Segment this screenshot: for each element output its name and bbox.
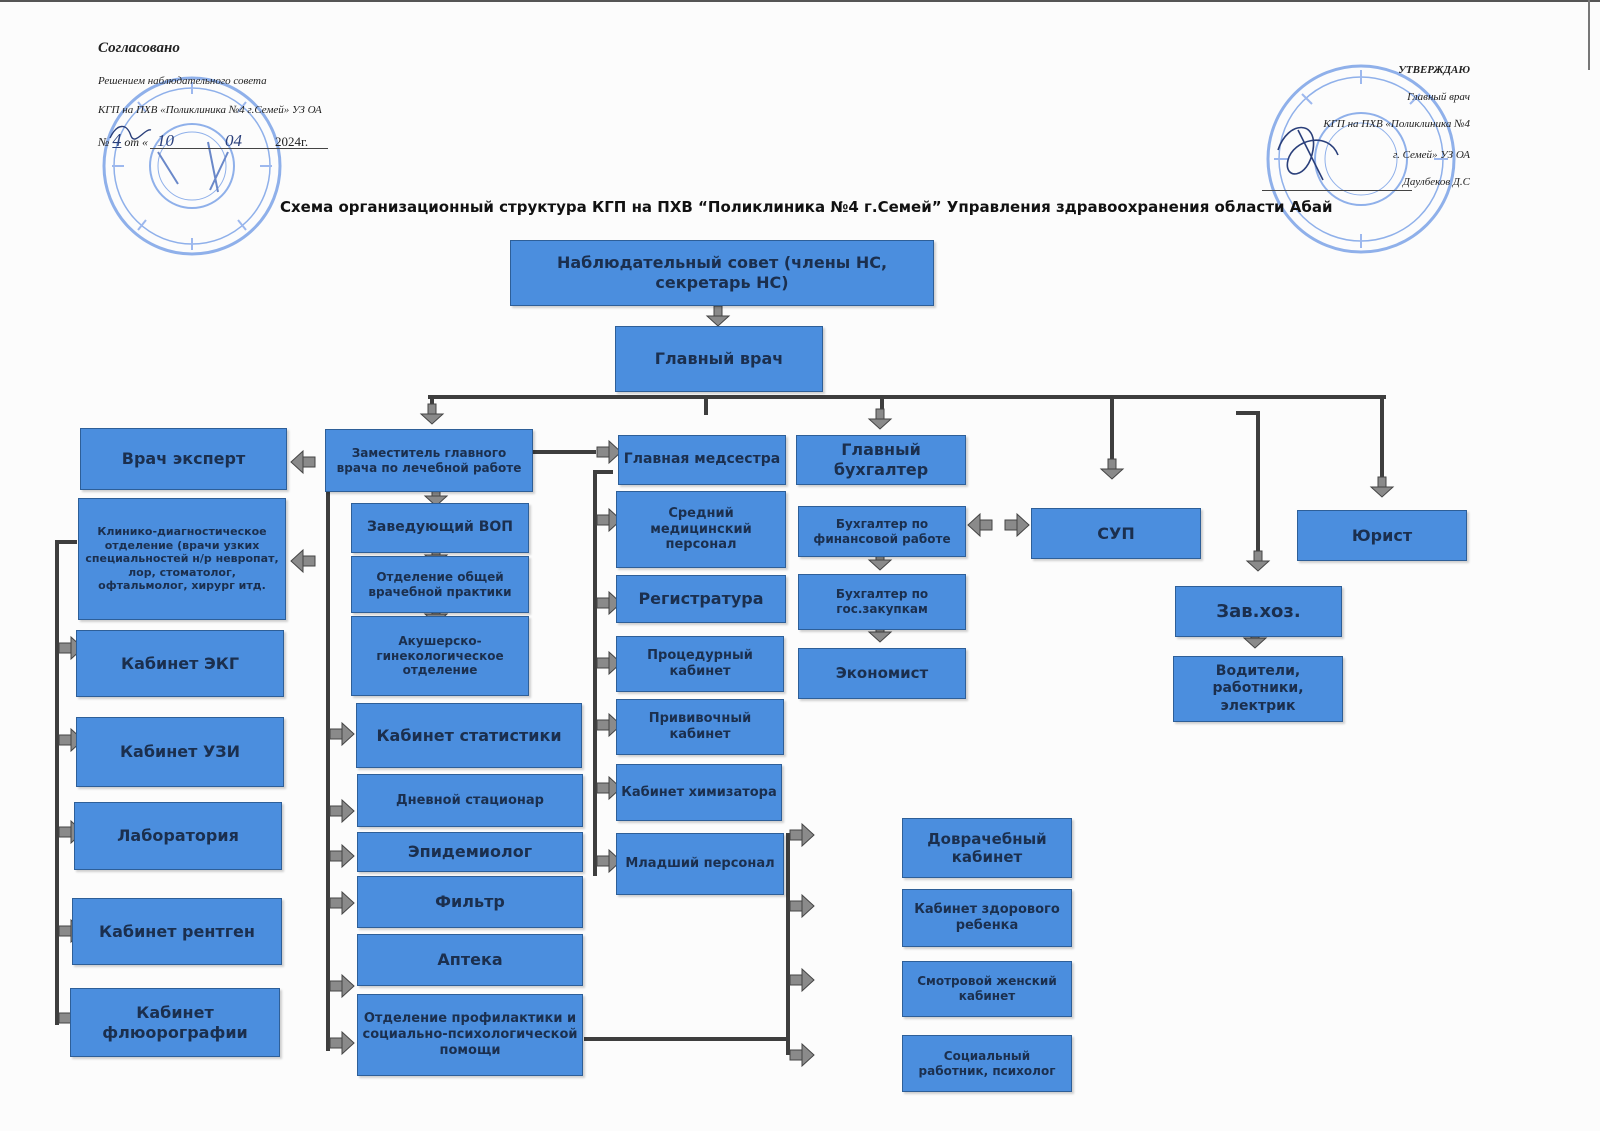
box-procedure: Процедурный кабинет xyxy=(616,636,784,692)
arrow-to-prevention xyxy=(329,1031,355,1055)
page-top-edge xyxy=(0,0,1600,2)
box-womens: Смотровой женский кабинет xyxy=(902,961,1072,1017)
signature-left xyxy=(109,125,152,140)
box-head-nurse: Главная медсестра xyxy=(618,435,786,485)
box-prevention: Отделение профилактики и социально-психо… xyxy=(357,994,583,1076)
arrow-to-stats xyxy=(329,722,355,746)
box-vop-head: Заведующий ВОП xyxy=(351,503,529,553)
org-line-right-2: г. Семей» УЗ ОА xyxy=(1392,149,1470,161)
org-line-left: КГП на ПХВ «Поликлиника №4 г.Семей» УЗ О… xyxy=(98,104,322,116)
box-council: Наблюдательный совет (члены НС, секретар… xyxy=(510,240,934,306)
box-mid-staff: Средний медицинский персонал xyxy=(616,491,786,568)
box-obgyn: Акушерско-гинекологическое отделение xyxy=(351,616,529,696)
line-cabinets-trunk xyxy=(786,833,790,1055)
box-day-hosp: Дневной стационар xyxy=(357,774,583,827)
box-chief-acc: Главный бухгалтер xyxy=(796,435,966,485)
box-registry: Регистратура xyxy=(616,575,786,623)
arrow-to-sup-right xyxy=(1004,513,1030,537)
num-prefix: № xyxy=(98,135,110,149)
arrow-to-pharmacy xyxy=(329,974,355,998)
line-zavhoz-branch xyxy=(1236,411,1260,415)
arrow-to-sup xyxy=(1100,458,1124,480)
box-stats: Кабинет статистики xyxy=(356,703,582,768)
line-top-horizontal xyxy=(428,395,1386,399)
org-line-right-1: КГП на ПХВ «Поликлиника №4 xyxy=(1323,118,1470,130)
box-lawyer: Юрист xyxy=(1297,510,1467,561)
box-expert: Врач эксперт xyxy=(80,428,287,490)
box-healthy-child: Кабинет здорового ребенка xyxy=(902,889,1072,947)
line-prevention-branch xyxy=(584,1037,788,1041)
arrow-to-predoctor xyxy=(789,823,815,847)
box-chemo: Кабинет химизатора xyxy=(616,764,782,821)
box-junior: Младший персонал xyxy=(616,833,784,895)
box-sup: СУП xyxy=(1031,508,1201,559)
approve-title: УТВЕРЖДАЮ xyxy=(1398,64,1470,76)
from-label: от « xyxy=(124,135,148,149)
box-general-practice: Отделение общей врачебной практики xyxy=(351,556,529,613)
decision-number-row: № 4 от « 10 04 2024г. xyxy=(98,130,308,151)
arrow-to-filter xyxy=(329,891,355,915)
box-fin-acc: Бухгалтер по финансовой работе xyxy=(798,506,966,557)
arrow-to-social xyxy=(789,1043,815,1067)
box-clinic: Клинико-диагностическое отделение (врачи… xyxy=(78,498,286,620)
line-deputy-trunk xyxy=(326,488,330,1051)
chief-role: Главный врач xyxy=(1407,91,1470,103)
line-deputy-to-nurse xyxy=(532,450,596,454)
box-pharmacy: Аптека xyxy=(357,934,583,986)
box-chief: Главный врач xyxy=(615,326,823,392)
approved-title: Согласовано xyxy=(98,40,180,56)
arrow-to-clinic xyxy=(290,549,316,573)
box-lab: Лаборатория xyxy=(74,802,282,870)
arrow-to-day-hosp xyxy=(329,799,355,823)
decision-day: 10 xyxy=(157,131,174,150)
date-underline xyxy=(150,148,328,149)
box-ekg: Кабинет ЭКГ xyxy=(76,630,284,697)
box-economist: Экономист xyxy=(798,648,966,699)
box-uzi: Кабинет УЗИ xyxy=(76,717,284,787)
signature-right xyxy=(1277,126,1339,181)
line-left-trunk xyxy=(55,540,59,1025)
line-nurse-trunk xyxy=(593,470,597,876)
line-to-lawyer xyxy=(1380,397,1384,477)
arrow-to-fin-acc-left xyxy=(967,513,993,537)
arrow-council-to-chief xyxy=(706,305,730,327)
council-decision-line: Решением наблюдательного совета xyxy=(98,75,267,87)
decision-number: 4 xyxy=(112,130,122,150)
arrow-to-healthy-child xyxy=(789,894,815,918)
box-predoctor: Доврачебный кабинет xyxy=(902,818,1072,878)
box-proc-acc: Бухгалтер по гос.закупкам xyxy=(798,574,966,630)
line-left-trunk-top xyxy=(55,540,77,544)
page-title: Схема организационный структура КГП на П… xyxy=(280,198,1333,216)
arrow-to-chief-acc xyxy=(868,408,892,430)
arrow-to-expert xyxy=(290,450,316,474)
right-seal-stamp xyxy=(1266,64,1456,254)
line-to-head-nurse xyxy=(704,397,708,415)
chief-name: Даулбеков Д.С xyxy=(1402,176,1470,188)
arrow-to-epidem xyxy=(329,844,355,868)
line-to-sup xyxy=(1110,397,1114,477)
decision-month: 04 xyxy=(225,131,242,150)
left-seal-stamp xyxy=(102,76,282,256)
box-social: Социальный работник, психолог xyxy=(902,1035,1072,1092)
box-workers: Водители, работники, электрик xyxy=(1173,656,1343,722)
box-fluoro: Кабинет флюорографии xyxy=(70,988,280,1057)
box-zavhoz: Зав.хоз. xyxy=(1175,586,1342,637)
box-vaccination: Прививочный кабинет xyxy=(616,699,784,755)
signature-underline xyxy=(1262,190,1412,191)
arrow-to-womens xyxy=(789,968,815,992)
box-xray: Кабинет рентген xyxy=(72,898,282,965)
arrow-to-deputy xyxy=(420,403,444,425)
page-corner-edge xyxy=(1588,0,1590,70)
line-nurse-trunk-top xyxy=(593,470,613,474)
arrow-to-lawyer xyxy=(1370,476,1394,498)
decision-year: 2024г. xyxy=(275,134,309,149)
line-to-zavhoz xyxy=(1256,411,1260,561)
arrow-to-zavhoz xyxy=(1246,550,1270,572)
box-filter: Фильтр xyxy=(357,876,583,928)
box-deputy: Заместитель главного врача по лечебной р… xyxy=(325,429,533,492)
box-epidem: Эпидемиолог xyxy=(357,832,583,872)
line-to-chief-acc xyxy=(880,397,884,415)
